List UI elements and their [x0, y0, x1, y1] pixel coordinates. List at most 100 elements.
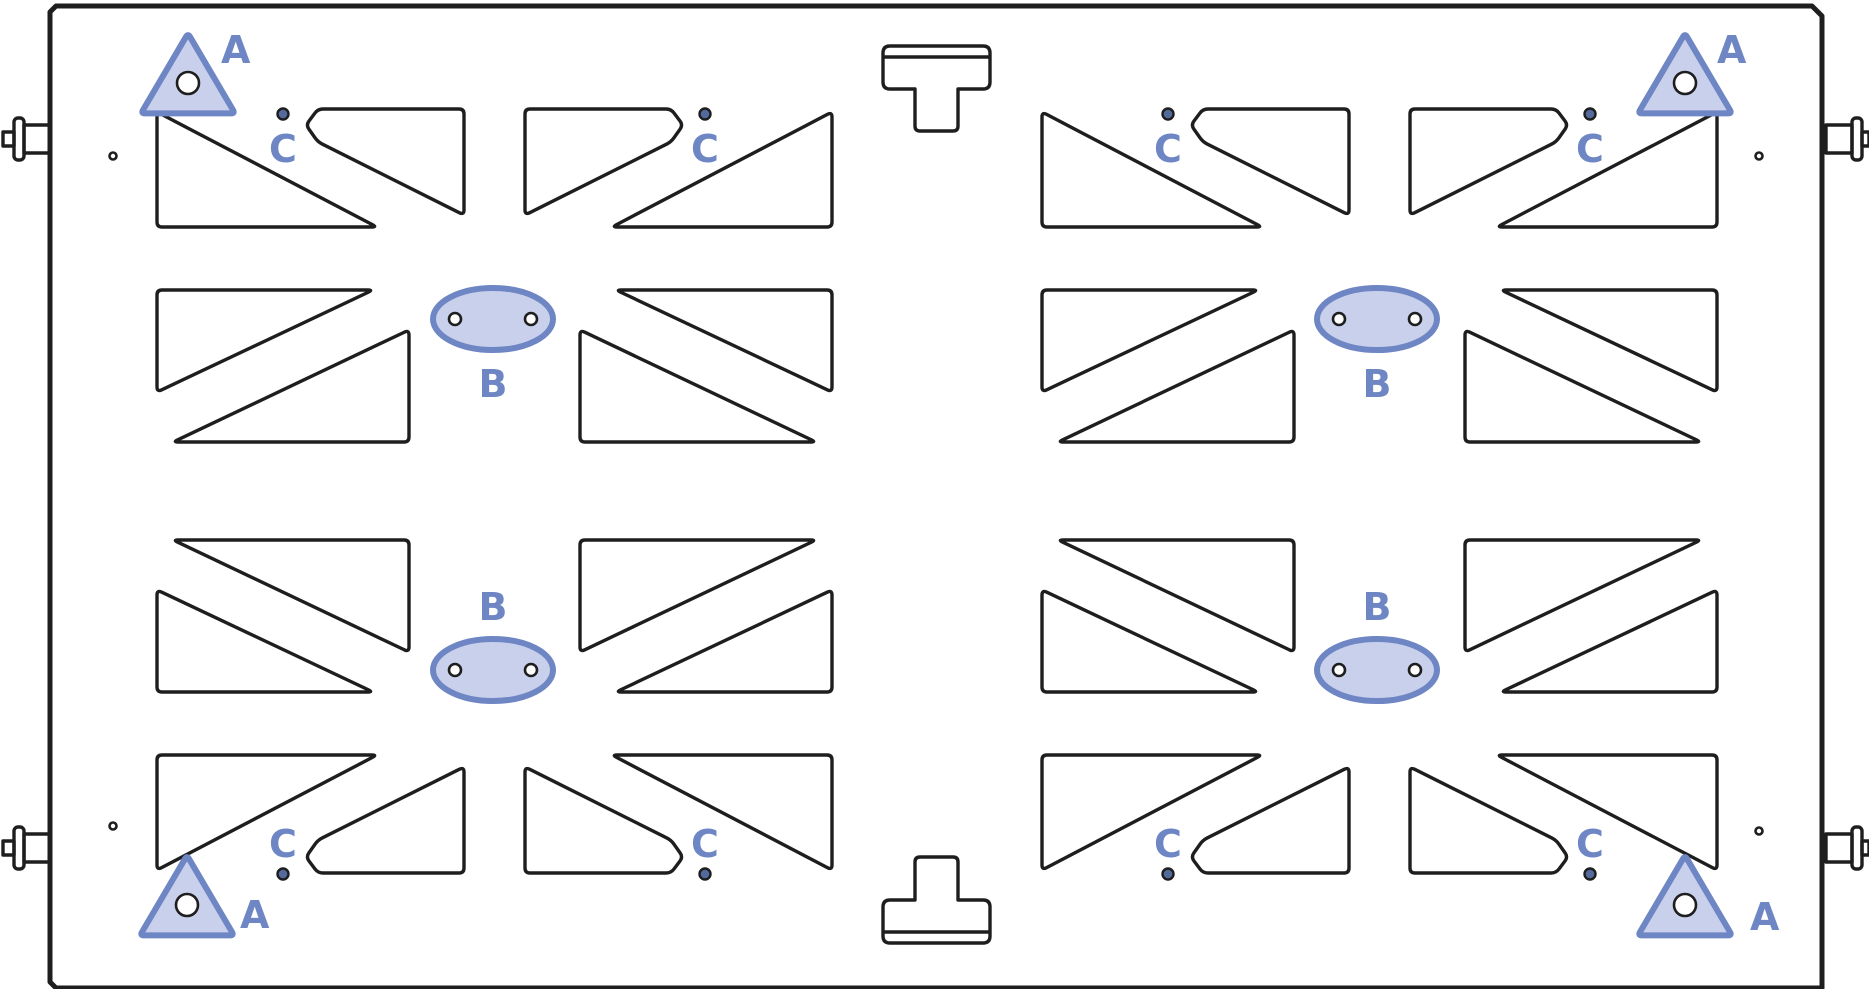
triangle-hole: [1672, 892, 1698, 918]
oval-hole: [1331, 311, 1347, 327]
triangle-marker-icon: A: [138, 854, 270, 939]
pin-hole: [108, 151, 118, 161]
cutout-shape: [1058, 538, 1296, 653]
cutout-group-top-left: [155, 107, 834, 444]
oval-marker-icon: B: [1314, 285, 1440, 406]
oval-hole: [523, 662, 539, 678]
cutout-shape: [1501, 589, 1719, 694]
dot-marker-icon: C: [269, 107, 297, 171]
dot-marker-shape: [1161, 107, 1175, 121]
oval-hole: [447, 662, 463, 678]
screw-left-top: [1, 116, 52, 162]
triangle-hole: [1672, 70, 1698, 96]
cutout-shape: [173, 329, 411, 444]
cutout-shape: [612, 111, 834, 229]
marker-label-c: C: [269, 822, 297, 866]
dot-marker-shape: [698, 107, 712, 121]
dot-marker-shape: [1583, 107, 1597, 121]
marker-label-c: C: [1576, 822, 1604, 866]
dot-marker-shape: [276, 107, 290, 121]
cutout-shape: [155, 288, 373, 393]
marker-label-c: C: [691, 127, 719, 171]
cutout-shape: [1463, 329, 1701, 444]
marker-label-a: A: [1717, 28, 1747, 72]
cutout-group-bottom-left: [155, 538, 834, 875]
dot-marker-icon: C: [269, 822, 297, 881]
screw-left-bottom: [1, 825, 52, 871]
cutout-shape: [1497, 753, 1719, 871]
marker-label-a: A: [1750, 895, 1780, 939]
cutout-shape: [523, 107, 684, 216]
marker-label-c: C: [691, 822, 719, 866]
cutout-shape: [305, 107, 466, 216]
oval-marker-shape: [430, 636, 556, 704]
cutout-shape: [1190, 766, 1351, 875]
dot-marker-shape: [1161, 867, 1175, 881]
cutout-shape: [578, 329, 816, 444]
marker-label-b: B: [1363, 585, 1392, 629]
cutout-shape: [1040, 753, 1262, 871]
oval-marker-shape: [1314, 285, 1440, 353]
cutout-shape: [1040, 288, 1258, 393]
markers-layer: A A A A B B B B C C C C C C C C: [138, 28, 1780, 939]
cutout-shape: [1408, 107, 1569, 216]
screw-right-top: [1824, 116, 1869, 162]
pin-hole: [1754, 151, 1764, 161]
oval-hole: [1331, 662, 1347, 678]
oval-marker-icon: B: [430, 285, 556, 406]
oval-hole: [1407, 311, 1423, 327]
triangle-hole: [175, 70, 201, 96]
cutout-shape: [305, 766, 466, 875]
cutout-shape: [1040, 589, 1258, 694]
cutout-shape: [1501, 288, 1719, 393]
triangle-marker-icon: A: [1636, 28, 1747, 117]
marker-label-c: C: [1576, 127, 1604, 171]
cutout-shape: [523, 766, 684, 875]
marker-label-b: B: [1363, 362, 1392, 406]
triangle-marker-icon: A: [139, 28, 251, 117]
triangle-marker-icon: A: [1636, 854, 1780, 939]
cutout-shape: [616, 288, 834, 393]
oval-marker-icon: B: [430, 585, 556, 704]
plate-outline: [47, 3, 1825, 989]
dot-marker-icon: C: [691, 822, 719, 881]
dot-marker-shape: [276, 867, 290, 881]
oval-marker-icon: B: [1314, 585, 1440, 704]
oval-hole: [523, 311, 539, 327]
cutout-shape: [1190, 107, 1351, 216]
dot-marker-icon: C: [691, 107, 719, 171]
dot-marker-icon: C: [1154, 107, 1182, 171]
cutout-shape: [1463, 538, 1701, 653]
cutouts-layer: [155, 107, 1719, 875]
cutout-shape: [155, 753, 377, 871]
dot-marker-shape: [698, 867, 712, 881]
cutout-shape: [612, 753, 834, 871]
cutout-shape: [1040, 111, 1262, 229]
dot-marker-icon: C: [1154, 822, 1182, 881]
top-tab: [881, 44, 992, 133]
marker-label-b: B: [479, 362, 508, 406]
oval-marker-shape: [1314, 636, 1440, 704]
dot-marker-icon: C: [1576, 822, 1604, 881]
marker-label-a: A: [240, 893, 270, 937]
cutout-shape: [1058, 329, 1296, 444]
dot-marker-icon: C: [1576, 107, 1604, 171]
cutout-shape: [578, 538, 816, 653]
oval-marker-shape: [430, 285, 556, 353]
oval-hole: [447, 311, 463, 327]
bottom-tab: [881, 855, 992, 945]
marker-label-b: B: [479, 585, 508, 629]
cutout-shape: [1408, 766, 1569, 875]
screw-right-bottom: [1824, 825, 1869, 871]
cutout-shape: [616, 589, 834, 694]
marker-label-c: C: [269, 127, 297, 171]
cutout-shape: [173, 538, 411, 653]
pin-hole: [1754, 826, 1764, 836]
marker-label-c: C: [1154, 822, 1182, 866]
oval-hole: [1407, 662, 1423, 678]
triangle-hole: [174, 892, 200, 918]
cutout-group-bottom-right: [1040, 538, 1719, 875]
cutout-shape: [155, 589, 373, 694]
